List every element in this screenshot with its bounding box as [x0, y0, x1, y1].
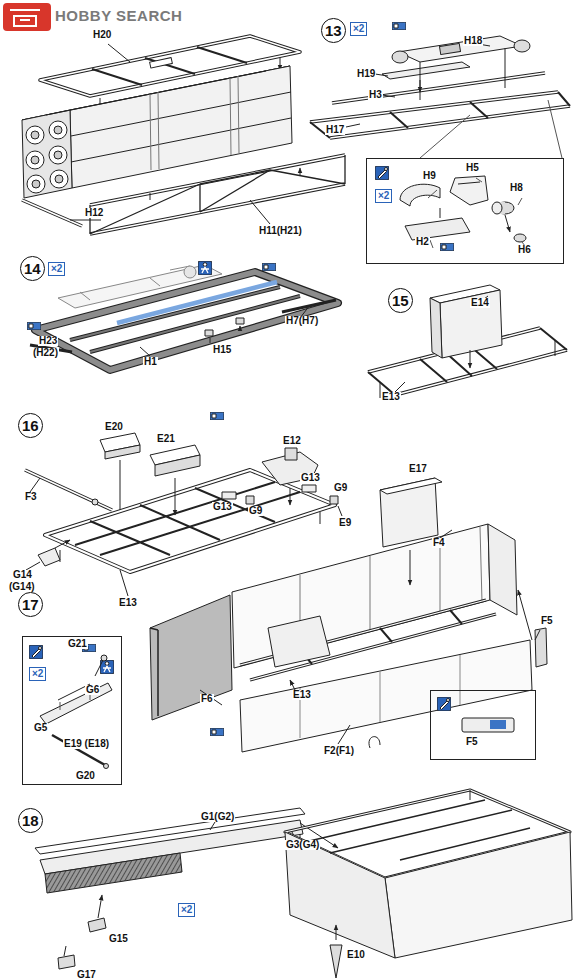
part-number: E17 — [408, 464, 428, 474]
part-number: H11(H21) — [258, 226, 303, 236]
part-number: E21 — [156, 434, 176, 444]
part-number: F6 — [200, 694, 214, 704]
quantity-mark: ×2 — [29, 667, 46, 681]
part-number: E13 — [381, 392, 401, 402]
part-number: H12 — [84, 208, 104, 218]
part-number: G20 — [75, 771, 96, 781]
part-number: H23 — [38, 336, 58, 346]
part-number: E13 — [118, 598, 138, 608]
part-number: E13 — [292, 690, 312, 700]
part-number: H7(H7) — [285, 316, 319, 326]
part-number: F2(F1) — [323, 746, 355, 756]
part-number: H19 — [356, 69, 376, 79]
part-number: E14 — [470, 298, 490, 308]
part-number: G21 — [67, 639, 88, 649]
watermark: HOBBY SEARCH — [55, 8, 182, 23]
step-number: 14 — [24, 261, 41, 276]
part-number: H6 — [517, 245, 532, 255]
part-number: G14 — [12, 570, 33, 580]
part-number: H9 — [422, 171, 437, 181]
part-number: E19 (E18) — [63, 739, 110, 749]
part-number: G1(G2) — [200, 812, 235, 822]
part-number: H3 — [368, 90, 383, 100]
part-number: E20 — [104, 422, 124, 432]
part-number: G5 — [33, 723, 48, 733]
part-number: H18 — [463, 36, 483, 46]
step-number: 14 — [20, 256, 45, 281]
part-number: E9 — [338, 518, 352, 528]
part-number: G13 — [300, 473, 321, 483]
part-number: H20 — [92, 30, 112, 40]
detail-inset: F5 — [430, 690, 536, 760]
step-number: 18 — [22, 813, 39, 828]
part-number: H15 — [212, 345, 232, 355]
step-number: 15 — [388, 288, 413, 313]
quantity-mark: ×2 — [178, 903, 195, 917]
part-number: H17 — [325, 125, 345, 135]
detail-inset: ×2 G21G6G5E19 (E18) G20 — [22, 636, 122, 785]
step-number: 17 — [22, 597, 39, 612]
part-number: G17 — [76, 970, 97, 980]
part-number: G6 — [85, 685, 100, 695]
quantity-mark: ×2 — [350, 22, 367, 36]
step-number: 15 — [392, 293, 409, 308]
step-number: 16 — [22, 418, 39, 433]
part-number: G13 — [212, 502, 233, 512]
part-number: F5 — [465, 737, 479, 747]
part-number: G3(G4) — [285, 840, 320, 850]
detail-inset: ×2 H9 H5H8H2H6 — [366, 158, 564, 264]
step-number: 18 — [18, 808, 43, 833]
part-number: H8 — [509, 183, 524, 193]
part-number: H2 — [415, 237, 430, 247]
step-number: 13 — [325, 23, 342, 38]
part-number: (G14) — [8, 582, 36, 592]
part-number: E10 — [346, 950, 366, 960]
part-number: F3 — [24, 492, 38, 502]
quantity-mark: ×2 — [375, 189, 392, 203]
part-number: G15 — [108, 934, 129, 944]
step-number: 13 — [321, 18, 346, 43]
part-number: G9 — [333, 483, 348, 493]
step-number: 17 — [18, 592, 43, 617]
part-number: H1 — [143, 357, 158, 367]
step-number: 16 — [18, 413, 43, 438]
part-number: E12 — [282, 436, 302, 446]
part-number: (H22) — [32, 348, 59, 358]
part-number: F5 — [540, 616, 554, 626]
quantity-mark: ×2 — [48, 262, 65, 276]
part-number: G9 — [248, 506, 263, 516]
part-number: F4 — [432, 538, 446, 548]
part-number: H5 — [465, 163, 480, 173]
